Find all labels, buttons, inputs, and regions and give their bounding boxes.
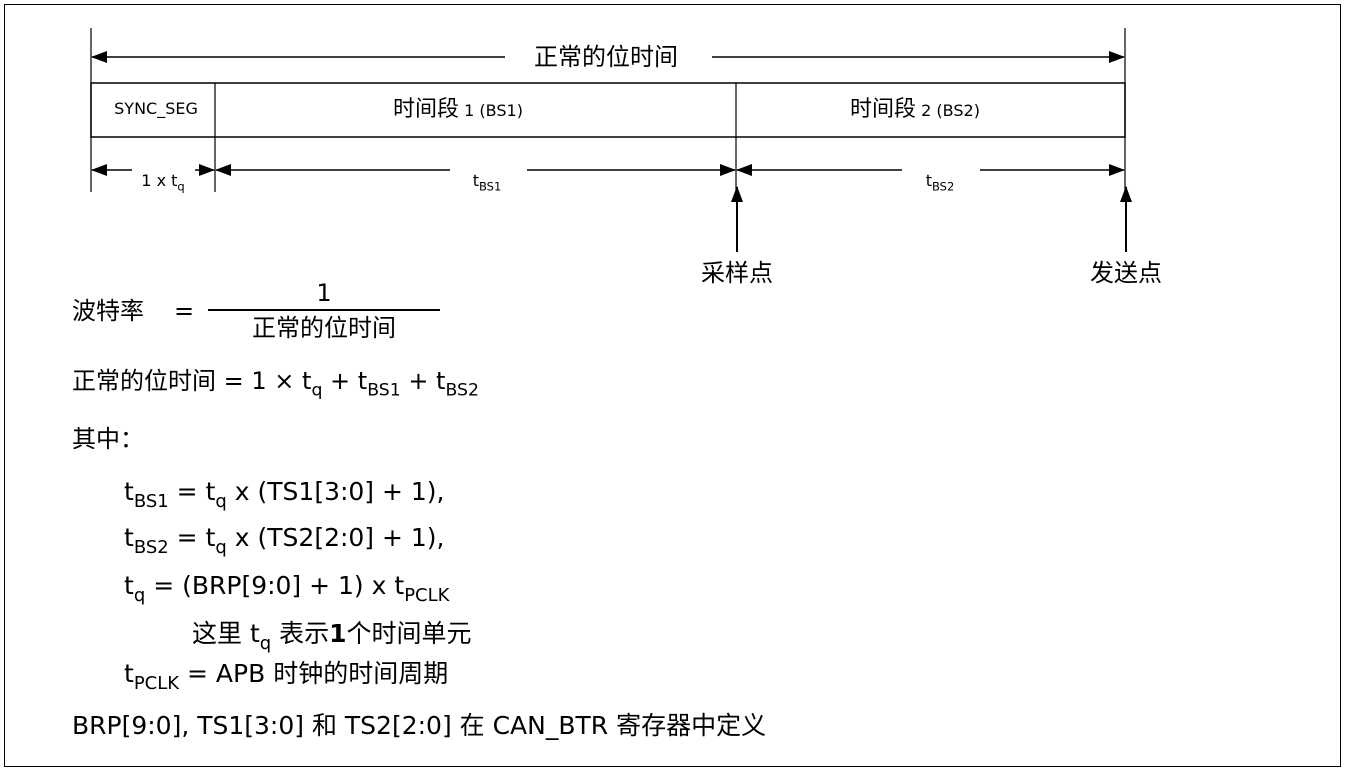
tbs2-t: t [124,523,134,552]
figure-border [4,4,1341,767]
tpclk-definition: tPCLK = APB 时钟的时间周期 [124,661,448,693]
tbs1-definition: tBS1 = tq x (TS1[3:0] + 1), [124,479,445,511]
sync-duration-text: 1 x t [141,171,178,190]
bit-time-formula: 正常的位时间 = 1 × tq + tBS1 + tBS2 [72,369,479,400]
sync-duration-label: 1 x tq [141,173,184,193]
bs2-segment-label: 时间段 2 (BS2) [850,99,980,121]
tq-note-pre: 这里 t [192,619,260,648]
bs2-duration-label: tBS2 [926,173,955,193]
tbs2-sub: BS2 [133,536,169,558]
where-label: 其中： [72,425,144,453]
tpclk-rest: = APB 时钟的时间周期 [179,659,449,688]
bs2-segment-label-num: 2 (BS2) [921,101,980,120]
tbs2-sub2: q [215,536,227,558]
transmit-point-label: 发送点 [1090,259,1162,287]
tq-sub: q [133,584,146,606]
bs1-duration-sub: BS1 [478,179,502,194]
tq-definition: tq = (BRP[9:0] + 1) x tPCLK [124,573,449,605]
bit-time-title: 正常的位时间 [526,45,686,69]
tbs1-t: t [124,477,134,506]
baud-rate-fraction-bar [208,309,440,311]
register-footer: BRP[9:0], TS1[3:0] 和 TS2[2:0] 在 CAN_BTR … [72,711,767,740]
tq-sub2: PCLK [404,584,450,606]
sync-seg-label: SYNC_SEG [114,99,198,118]
tbs1-sub: BS1 [133,490,169,512]
tbs2-mid: = t [168,523,216,552]
sample-point-label: 采样点 [701,259,773,287]
bit-time-term1-sub: q [311,380,323,401]
tq-note-mid: 表示 [271,619,330,648]
tpclk-t: t [124,659,134,688]
tq-note-one: 1 [329,619,347,648]
baud-rate-equals: = [174,297,195,325]
bs2-duration-text: t [925,171,932,190]
tq-t: t [124,571,134,600]
baud-rate-numerator: 1 [316,279,332,307]
bit-time-formula-lhs: 正常的位时间 = [72,367,244,395]
bs2-duration-sub: BS2 [931,179,955,194]
sync-duration-sub: q [177,179,185,194]
bs1-duration-text: t [472,171,479,190]
tbs1-rest: x (TS1[3:0] + 1), [226,477,445,506]
bs1-segment-label: 时间段 1 (BS1) [393,99,523,121]
bit-time-term3-sub: BS2 [445,380,479,401]
bs1-duration-label: tBS1 [473,173,502,193]
baud-rate-lhs: 波特率 [72,297,144,325]
tbs2-rest: x (TS2[2:0] + 1), [226,523,445,552]
tpclk-sub: PCLK [133,672,180,694]
bit-time-term2-sub: BS1 [367,380,401,401]
tq-note: 这里 tq 表示1个时间单元 [192,621,472,653]
baud-rate-denominator: 正常的位时间 [252,314,396,342]
tbs1-sub2: q [215,490,227,512]
segment-box [90,82,1126,138]
bs1-segment-label-cn: 时间段 [393,97,460,122]
tbs2-definition: tBS2 = tq x (TS2[2:0] + 1), [124,525,445,557]
bs1-segment-label-num: 1 (BS1) [464,101,523,120]
bit-time-term3: + t [400,367,446,395]
tbs1-mid: = t [168,477,216,506]
bs2-segment-label-cn: 时间段 [850,97,917,122]
tq-rest: = (BRP[9:0] + 1) x t [145,571,405,600]
bit-time-term2: + t [322,367,368,395]
tq-note-sub: q [259,632,272,654]
tq-note-post: 个时间单元 [346,619,472,648]
bit-time-term1: 1 × t [251,367,312,395]
